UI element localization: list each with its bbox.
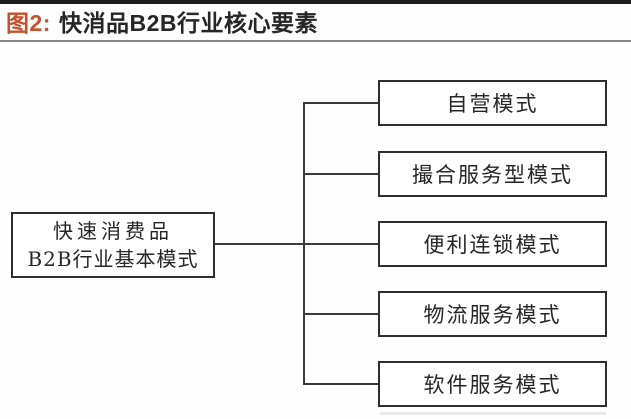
leaf-node-software-service-model: 软件服务模式: [378, 361, 607, 407]
figure-title: 快消品B2B行业核心要素: [58, 10, 318, 36]
leaf-node-label: 自营模式: [446, 92, 539, 116]
leaf-node-self-operated-model: 自营模式: [378, 80, 607, 126]
connector-branch-line: [304, 313, 378, 315]
leaf-node-label: 软件服务模式: [423, 373, 562, 397]
connector-branch-line: [304, 383, 378, 385]
figure-number-label: 图2:: [6, 10, 51, 36]
leaf-node-logistics-service-model: 物流服务模式: [378, 291, 607, 337]
leaf-node-convenience-chain-model: 便利连锁模式: [378, 221, 607, 267]
root-node-label-line2: B2B行业基本模式: [27, 247, 199, 271]
top-rule-divider: [0, 0, 631, 4]
leaf-node-matchmaking-service-model: 撮合服务型模式: [378, 151, 607, 197]
connector-branch-line: [304, 173, 378, 175]
connector-branch-line: [304, 102, 378, 104]
root-node-basic-models: 快速消费品 B2B行业基本模式: [11, 212, 215, 278]
title-underline-divider: [0, 40, 631, 42]
figure-header: 图2: 快消品B2B行业核心要素: [6, 8, 626, 38]
leaf-node-label: 便利连锁模式: [423, 233, 562, 257]
connector-root-branch-line: [215, 243, 378, 245]
bottom-edge-artifact: [380, 412, 606, 415]
root-node-label-line1: 快速消费品: [53, 219, 173, 243]
leaf-node-label: 撮合服务型模式: [412, 163, 573, 187]
leaf-node-label: 物流服务模式: [423, 303, 562, 327]
